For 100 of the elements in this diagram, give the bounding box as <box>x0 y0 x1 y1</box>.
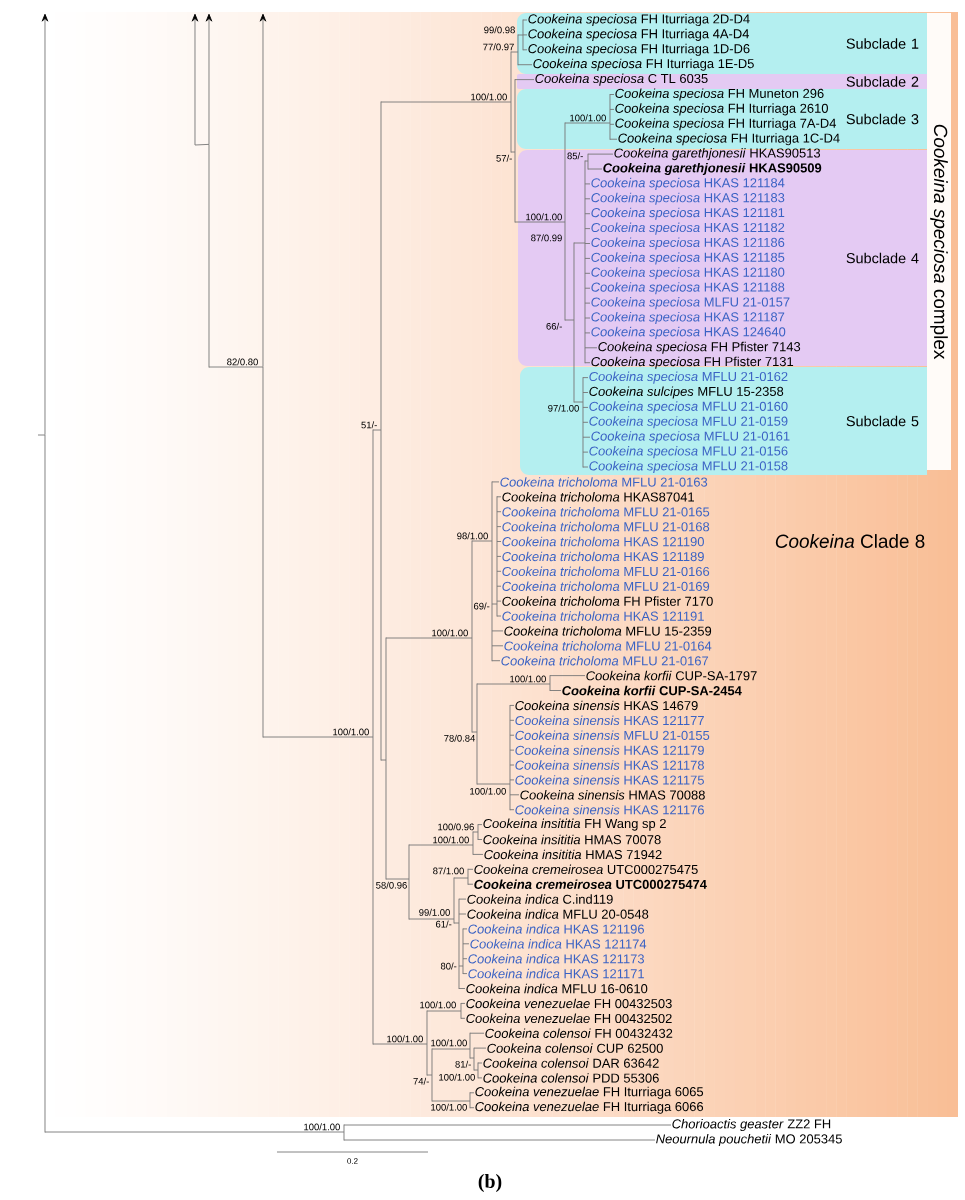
branch <box>491 660 501 662</box>
taxon-label: Cookeina tricholoma MFLU 21-0167 <box>501 655 709 666</box>
branch <box>584 362 591 364</box>
support-value: 69/- <box>473 602 490 610</box>
branch <box>584 183 591 185</box>
clade-strip: Cookeina speciosa complex <box>927 13 951 470</box>
support-value: 57/- <box>496 154 512 162</box>
branch <box>458 988 466 989</box>
branch <box>380 759 387 761</box>
branch-arrow <box>205 13 213 145</box>
taxon-label: Cookeina speciosa FH Iturriaga 1C-D4 <box>618 133 840 146</box>
branch <box>491 603 498 605</box>
taxon-label: Cookeina sinensis HKAS 121178 <box>515 760 704 770</box>
branch <box>514 79 535 81</box>
taxon-label: Cookeina colensoi CUP 62500 <box>487 1043 663 1053</box>
support-value: 58/0.96 <box>376 881 407 889</box>
taxon-label: Cookeina tricholoma HKAS 121190 <box>502 536 704 547</box>
branch <box>262 736 374 738</box>
branch <box>477 1062 483 1064</box>
branch <box>496 570 502 572</box>
taxon-label: Cookeina speciosa FH Pfister 7131 <box>591 356 794 369</box>
taxon-label: Cookeina tricholoma HKAS87041 <box>502 492 694 502</box>
branch <box>496 555 502 557</box>
branch <box>408 918 455 920</box>
branch <box>564 122 611 124</box>
taxon-label: Cookeina speciosa MFLU 21-0159 <box>589 416 788 429</box>
branch <box>477 839 483 840</box>
panel-label: (b) <box>478 1173 502 1193</box>
node-label: Cookeina Clade 8 <box>775 534 925 548</box>
taxon-label: Cookeina speciosa HKAS 121185 <box>591 252 785 265</box>
branch <box>609 123 615 125</box>
taxon-label: Cookeina sinensis HKAS 121179 <box>515 745 704 755</box>
branch <box>522 34 528 36</box>
branch <box>496 615 502 617</box>
taxon-label: Cookeina speciosa HKAS 121180 <box>591 267 785 280</box>
taxon-label: Cookeina speciosa FH Iturriaga 1E-D5 <box>533 58 754 71</box>
support-value: 97/1.00 <box>548 404 579 412</box>
support-value: 100/1.00 <box>510 675 546 683</box>
taxon-label: Cookeina sinensis HKAS 121176 <box>515 804 704 815</box>
branch <box>509 734 515 736</box>
support-value: 87/1.00 <box>433 867 464 875</box>
support-value: 100/1.00 <box>333 728 369 736</box>
branch <box>509 704 515 706</box>
branch <box>496 600 502 602</box>
branch <box>491 630 504 632</box>
taxon-label: Cookeina speciosa MFLU 21-0158 <box>589 460 788 474</box>
taxon-label: Cookeina tricholoma MFLU 21-0164 <box>504 641 712 651</box>
branch <box>473 1047 487 1049</box>
taxon-label: Cookeina tricholoma FH Pfister 7170 <box>502 596 713 606</box>
branch <box>462 943 470 945</box>
branch <box>372 1043 428 1045</box>
branch <box>380 101 512 103</box>
taxon-label: Cookeina sinensis HMAS 70088 <box>520 790 705 800</box>
taxon-label: Cookeina venezuelae FH Iturriaga 6066 <box>475 1101 704 1114</box>
branch <box>517 34 524 36</box>
branch <box>473 1069 479 1071</box>
support-value: 100/1.00 <box>570 114 606 122</box>
support-value: 100/1.00 <box>439 1073 475 1081</box>
branch <box>408 844 474 846</box>
taxon-label: Cookeina venezuelae FH 00432502 <box>466 1013 672 1024</box>
branch <box>587 168 603 170</box>
taxon-label: Cookeina indica HKAS 121171 <box>468 968 644 979</box>
taxon-label: Cookeina sinensis MFLU 21-0155 <box>515 730 710 740</box>
branch-arrow <box>41 13 49 435</box>
branch <box>584 243 591 244</box>
taxon-label: Cookeina speciosa FH Iturriaga 2610 <box>615 103 828 116</box>
branch <box>509 764 515 766</box>
taxon-label: Cookeina tricholoma MFLU 21-0166 <box>502 566 710 577</box>
taxon-label: Cookeina tricholoma MFLU 15-2359 <box>504 626 712 636</box>
branch <box>491 481 500 483</box>
branch <box>426 1010 462 1012</box>
taxon-label: Cookeina indica HKAS 121174 <box>470 939 647 949</box>
branch <box>469 1092 475 1094</box>
taxon-label: Cookeina speciosa FH Iturriaga 2D-D4 <box>528 13 750 27</box>
branch <box>549 690 562 691</box>
branch <box>477 824 483 826</box>
branch <box>582 466 589 468</box>
branch <box>471 540 493 542</box>
support-value: 82/0.80 <box>227 358 258 366</box>
branch <box>453 877 469 879</box>
taxon-label: Chorioactis geaster ZZ2 FH <box>672 1118 831 1132</box>
support-value: 99/1.00 <box>419 908 450 916</box>
branch <box>496 496 502 498</box>
branch <box>476 683 551 685</box>
support-value: 98/1.00 <box>457 532 488 540</box>
branch <box>37 434 46 436</box>
taxon-label: Cookeina speciosa C TL 6035 <box>535 73 708 86</box>
taxon-label: Neournula pouchetii MO 205345 <box>656 1133 842 1147</box>
taxon-label: Cookeina speciosa MFLU 21-0161 <box>591 431 790 444</box>
support-value: 100/1.00 <box>304 1123 340 1131</box>
branch <box>496 511 502 513</box>
branch <box>458 898 467 900</box>
taxon-label: Cookeina garethjonesii HKAS90513 <box>614 148 821 161</box>
branch <box>510 151 516 153</box>
branch <box>582 436 591 438</box>
support-value: 100/1.00 <box>431 1039 467 1047</box>
branch <box>549 675 586 677</box>
taxon-label: Cookeina insititia HMAS 71942 <box>484 849 662 860</box>
taxon-label: Cookeina speciosa HKAS 121184 <box>591 177 785 190</box>
branch <box>462 928 468 930</box>
